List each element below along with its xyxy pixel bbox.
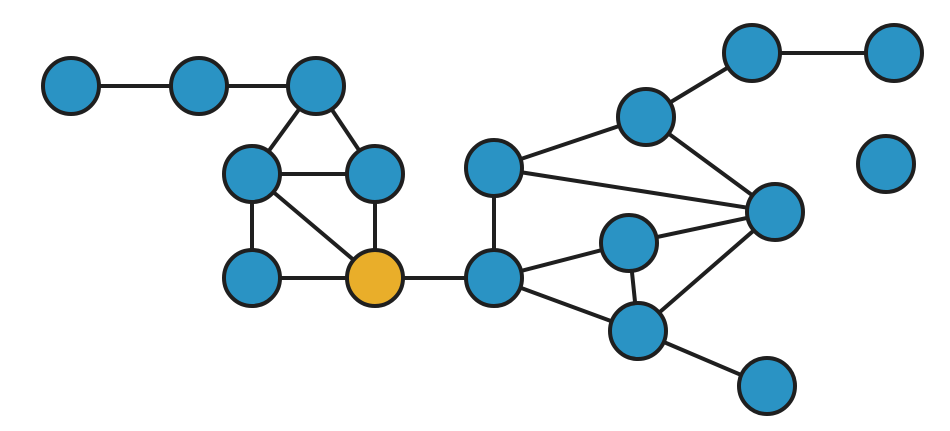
graph-node (856, 134, 916, 194)
graph-node (222, 248, 282, 308)
graph-node (864, 23, 924, 83)
graph-node (464, 138, 524, 198)
graph-node (464, 248, 524, 308)
graph-node (169, 56, 229, 116)
graph-node (745, 182, 805, 242)
highlighted-node (345, 248, 405, 308)
graph-node (616, 87, 676, 147)
graph-node (286, 56, 346, 116)
graph-node (737, 356, 797, 416)
graph-node (345, 144, 405, 204)
graph-node (722, 23, 782, 83)
graph-node (41, 56, 101, 116)
graph-node (599, 213, 659, 273)
graph-node (608, 301, 668, 361)
edge-n8-n12 (492, 166, 777, 214)
graph-node (222, 144, 282, 204)
node-layer (41, 23, 924, 416)
edge-n12-n13 (636, 210, 777, 333)
